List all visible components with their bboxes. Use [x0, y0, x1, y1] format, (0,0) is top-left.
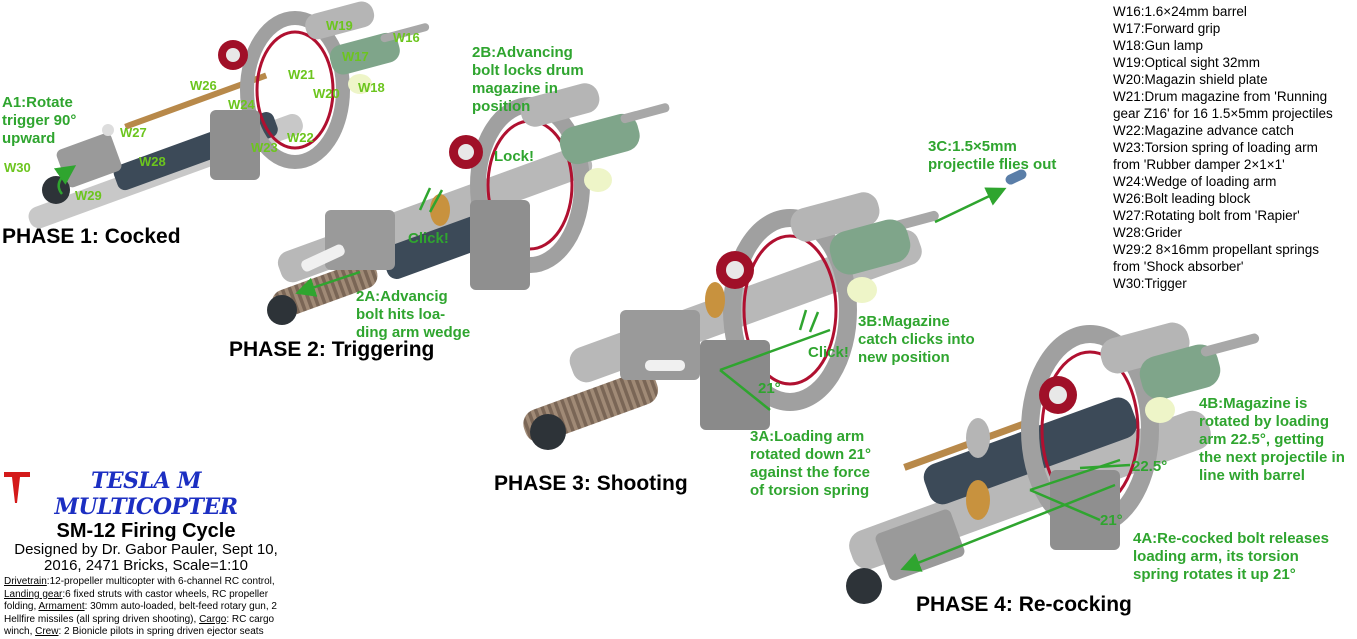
spec-label-crew: Crew — [35, 626, 59, 637]
note-4a: 4A:Re-cocked bolt releases loading arm, … — [1133, 530, 1329, 583]
legend-line: W27:Rotating bolt from 'Rapier' — [1113, 208, 1300, 223]
legend-line: W23:Torsion spring of loading arm — [1113, 140, 1318, 155]
note-lock: Lock! — [494, 148, 535, 165]
spec-label-landing: Landing gear — [4, 588, 63, 600]
part-label-w18: W18 — [358, 80, 385, 95]
legend-line: W26:Bolt leading block — [1113, 191, 1251, 206]
legend-line: W19:Optical sight 32mm — [1113, 55, 1261, 70]
legend-line: W22:Magazine advance catch — [1113, 123, 1294, 138]
note-angle-4a: 21° — [1100, 512, 1123, 529]
legend-line: W24:Wedge of loading arm — [1113, 174, 1277, 189]
part-label-w26: W26 — [190, 78, 217, 93]
spec-text: Drivetrain:12-propeller multicopter with… — [0, 574, 292, 639]
annotation-arrows — [53, 165, 1131, 572]
phase-2-title: PHASE 2: Triggering — [229, 338, 435, 361]
legend-line: W21:Drum magazine from 'Running — [1113, 89, 1328, 104]
spec-drivetrain: :12-propeller multicopter with 6-channel… — [46, 576, 275, 587]
phase-4-title: PHASE 4: Re-cocking — [916, 593, 1132, 616]
diagram-title: SM-12 Firing Cycle — [56, 520, 236, 542]
legend-line: W16:1.6×24mm barrel — [1113, 4, 1247, 19]
note-4b: 4B:Magazine is rotated by loading arm 22… — [1199, 395, 1345, 484]
spec-label-drivetrain: Drivetrain — [4, 576, 47, 587]
legend-line: W29:2 8×16mm propellant springs — [1113, 242, 1319, 257]
spec-crew: : 2 Bionicle pilots in spring driven eje… — [58, 626, 264, 637]
legend-line: W17:Forward grip — [1113, 21, 1221, 36]
parts-legend: W16:1.6×24mm barrel W17:Forward grip W18… — [1113, 3, 1333, 292]
brand-logo: TESLA M MULTICOPTER — [0, 468, 292, 520]
spec-armament: : 30mm auto-loaded, belt-feed rotary gun… — [4, 601, 277, 625]
part-label-w23: W23 — [251, 140, 278, 155]
phase1-assembly — [28, 1, 430, 229]
tesla-logo-icon — [4, 472, 30, 503]
part-label-w27: W27 — [120, 125, 147, 140]
note-3b: 3B:Magazine catch clicks into new positi… — [858, 313, 975, 366]
note-3a: 3A:Loading arm rotated down 21° against … — [750, 428, 872, 499]
phase-1-title: PHASE 1: Cocked — [2, 225, 181, 248]
part-label-w19: W19 — [326, 18, 353, 33]
legend-line: W18:Gun lamp — [1113, 38, 1204, 53]
legend-line: W30:Trigger — [1113, 276, 1187, 291]
part-label-w16: W16 — [393, 30, 420, 45]
spec-label-armament: Armament — [38, 601, 85, 612]
legend-line: W20:Magazin shield plate — [1113, 72, 1268, 87]
part-label-w21: W21 — [288, 67, 315, 82]
legend-line: W28:Grider — [1113, 225, 1183, 240]
part-label-w22: W22 — [287, 130, 314, 145]
part-label-w29: W29 — [75, 188, 102, 203]
spec-landing: :6 fixed struts with castor wheels, RC p… — [4, 588, 269, 613]
note-2b: 2B:Advancing bolt locks drum magazine in… — [472, 44, 584, 115]
legend-line: gear Z16' for 16 1.5×5mm projectiles — [1113, 106, 1333, 121]
part-label-w24: W24 — [228, 97, 255, 112]
part-label-w20: W20 — [313, 86, 340, 101]
part-label-w28: W28 — [139, 154, 166, 169]
legend-line: from 'Rubber damper 2×1×1' — [1113, 157, 1285, 172]
note-3c: 3C:1.5×5mm projectile flies out — [928, 138, 1057, 173]
legend-line: from 'Shock absorber' — [1113, 259, 1244, 274]
note-a1: A1:Rotate trigger 90° upward — [2, 94, 77, 147]
spec-label-cargo: Cargo — [199, 613, 227, 625]
note-angle-3a: 21° — [758, 380, 781, 397]
phase2-assembly — [267, 83, 670, 325]
phase3-assembly — [523, 169, 1027, 450]
firing-cycle-illustration — [4, 1, 1260, 604]
designer-credit: Designed by Dr. Gabor Pauler, Sept 10, 2… — [14, 541, 278, 574]
part-label-w30: W30 — [4, 160, 31, 175]
note-2a: 2A:Advancig bolt hits loa- ding arm wedg… — [356, 288, 471, 341]
title-block: TESLA M MULTICOPTER SM-12 Firing Cycle D… — [0, 468, 292, 639]
note-angle-4b: 22.5° — [1132, 458, 1168, 475]
note-click-2: Click! — [408, 230, 449, 247]
part-label-w17: W17 — [342, 49, 369, 64]
note-click-3: Click! — [808, 344, 849, 361]
phase-3-title: PHASE 3: Shooting — [494, 472, 688, 495]
logo-text: TESLA M MULTICOPTER — [54, 468, 238, 520]
